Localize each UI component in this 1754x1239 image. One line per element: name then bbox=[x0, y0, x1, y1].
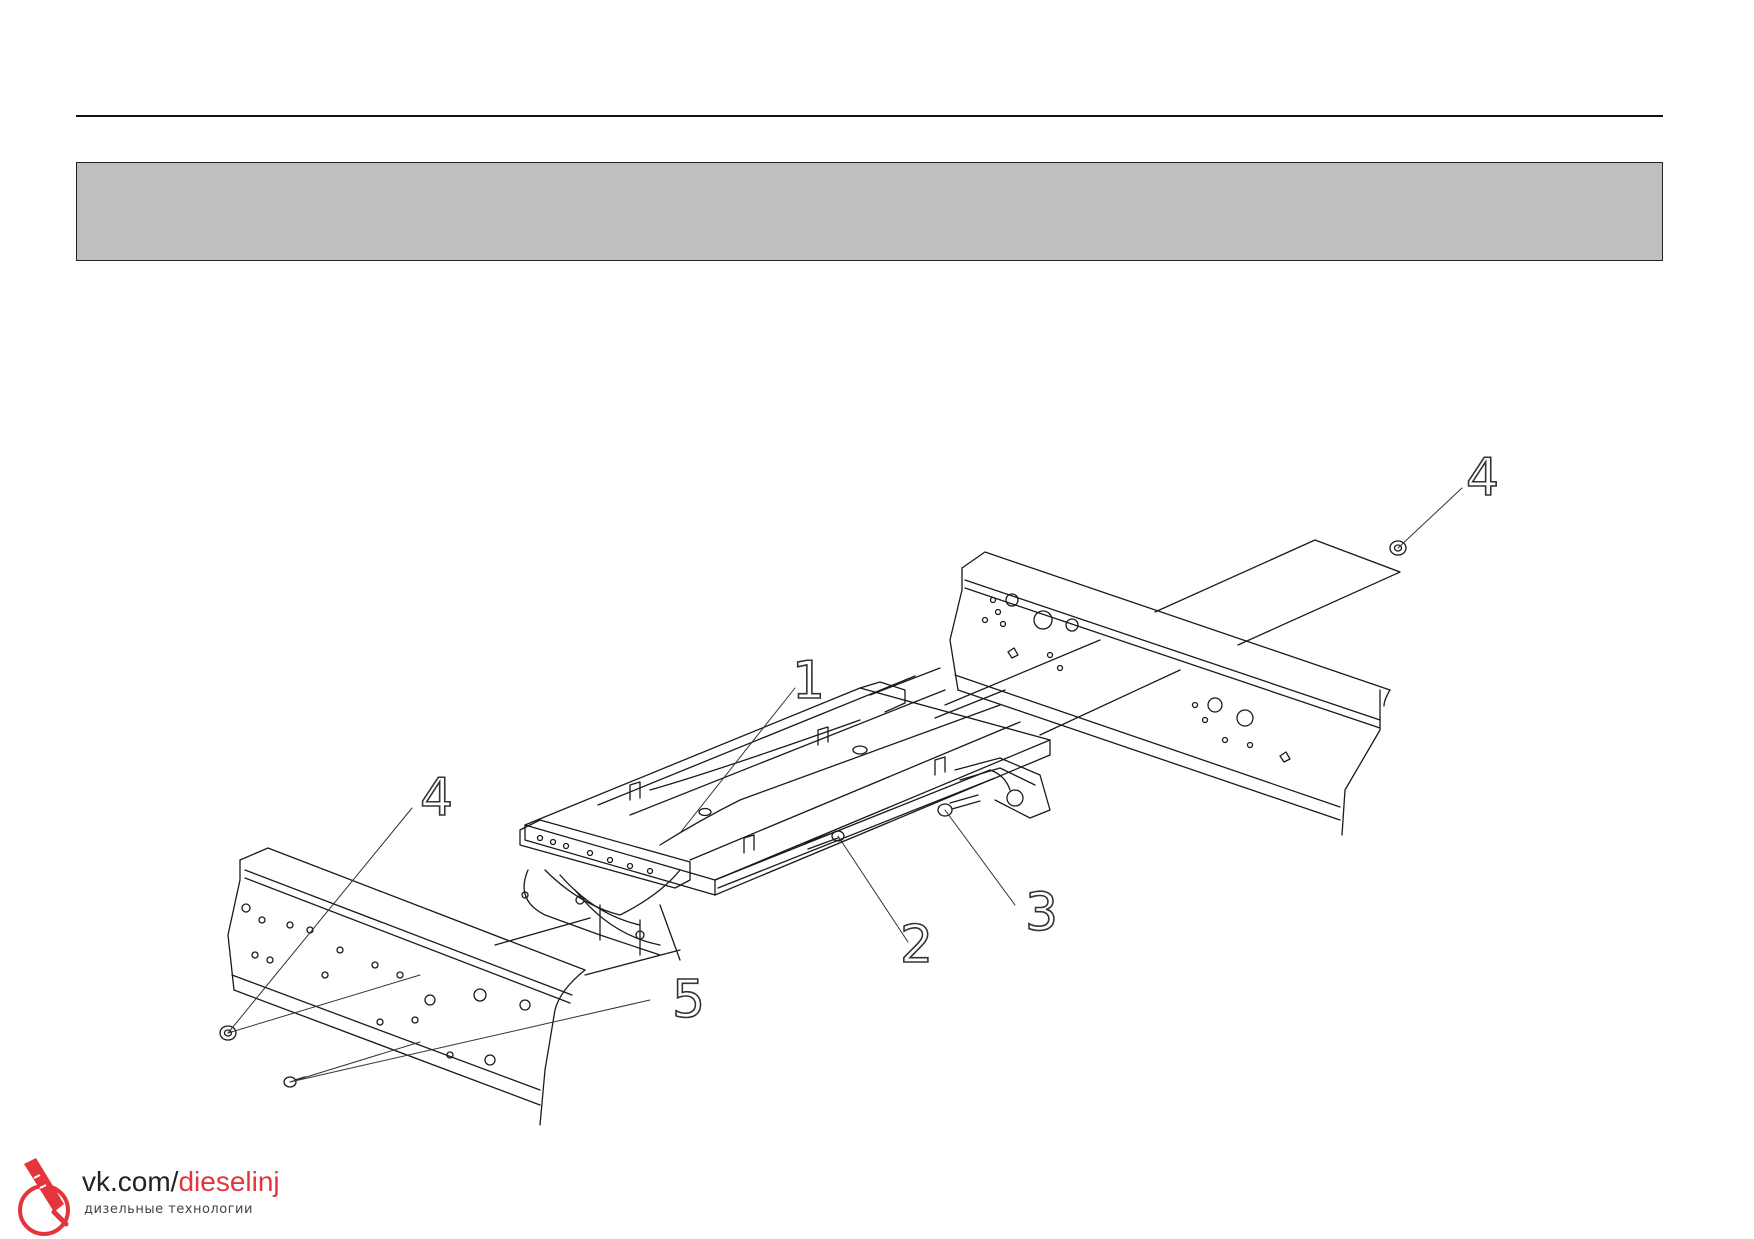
watermark: vk.com/dieselinj дизельные технологии bbox=[14, 1158, 314, 1238]
header-band bbox=[76, 162, 1663, 261]
callout-label-2: 2 bbox=[900, 915, 935, 975]
leader-lines bbox=[227, 487, 1463, 1083]
crossmember-assembly bbox=[519, 675, 1051, 961]
callout-label-4-rear: 4 bbox=[1466, 448, 1501, 508]
callout-label-4-front: 4 bbox=[420, 768, 455, 828]
rear-side-rail bbox=[949, 551, 1391, 836]
watermark-subtitle: дизельные технологии bbox=[84, 1202, 253, 1217]
fastener-bolt-2 bbox=[804, 830, 845, 850]
top-rule bbox=[76, 115, 1663, 117]
watermark-brand: dieselinj bbox=[178, 1166, 280, 1197]
watermark-domain: vk.com/ bbox=[82, 1166, 179, 1197]
callout-label-1: 1 bbox=[792, 651, 827, 711]
watermark-link[interactable]: vk.com/dieselinj bbox=[82, 1166, 280, 1198]
fastener-nut-4-front bbox=[219, 1025, 237, 1041]
callout-label-3: 3 bbox=[1025, 883, 1060, 943]
front-side-rail bbox=[227, 847, 681, 1126]
fastener-bolt-3 bbox=[937, 794, 981, 817]
callout-label-5: 5 bbox=[672, 970, 707, 1030]
injector-logo-icon bbox=[18, 1158, 70, 1236]
crossmember-guide-lines bbox=[869, 539, 1401, 736]
fastener-nut-4-rear bbox=[1389, 540, 1407, 556]
